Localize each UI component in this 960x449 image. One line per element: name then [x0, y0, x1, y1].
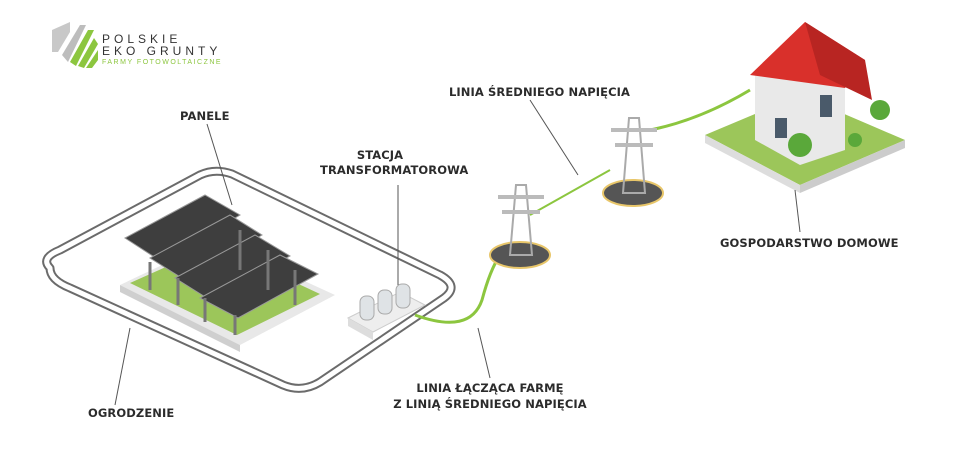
- cables: [414, 88, 751, 324]
- power-tower-2: [602, 117, 664, 207]
- solar-farm: [120, 194, 335, 352]
- power-tower-1: [489, 184, 551, 269]
- label-connection-1: LINIA ŁĄCZĄCA FARMĘ: [416, 381, 564, 395]
- label-transformer-2: TRANSFORMATOROWA: [320, 163, 469, 177]
- logo-line2: EKO GRUNTY: [102, 44, 222, 58]
- logo-line1: POLSKIE: [102, 32, 182, 46]
- logo-mark: [52, 22, 98, 68]
- label-household: GOSPODARSTWO DOMOWE: [720, 236, 899, 250]
- house: [705, 22, 905, 193]
- label-connection-2: Z LINIĄ ŚREDNIEGO NAPIĘCIA: [393, 397, 587, 411]
- leader-lines: [114, 99, 801, 406]
- label-transformer-1: STACJA: [356, 148, 404, 162]
- label-panels: PANELE: [180, 109, 230, 123]
- logo-tagline: FARMY FOTOWOLTAICZNE: [102, 59, 223, 66]
- transformer-station: [346, 283, 427, 340]
- label-mv-line: LINIA ŚREDNIEGO NAPIĘCIA: [449, 85, 631, 99]
- label-fence: OGRODZENIE: [88, 406, 175, 420]
